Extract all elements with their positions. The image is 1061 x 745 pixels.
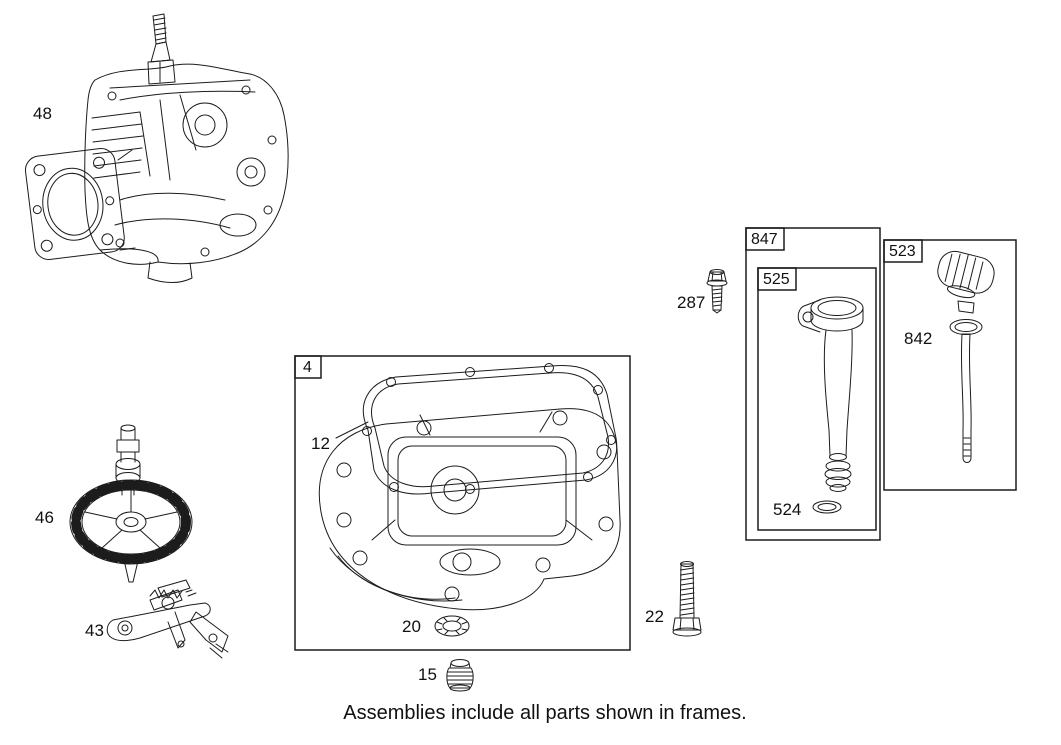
frame-label-525: 525 <box>763 271 790 288</box>
frame-847-border <box>745 227 881 541</box>
frame-847-label-box <box>745 227 785 251</box>
cylinder-assembly-drawing <box>24 13 289 283</box>
frame-label-4: 4 <box>303 359 312 376</box>
part-label-46: 46 <box>35 508 54 527</box>
part-label-22: 22 <box>645 607 664 626</box>
tube-seal-drawing <box>812 500 842 514</box>
frame-4-border <box>294 355 631 651</box>
oil-seal-drawing <box>434 615 470 637</box>
frame-label-847: 847 <box>751 231 778 248</box>
assemblies-caption: Assemblies include all parts shown in fr… <box>343 702 747 724</box>
frame-525-label-box <box>757 267 797 291</box>
dipstick-oring-drawing <box>949 319 983 335</box>
frame-523-border <box>883 239 1017 491</box>
frame-4-label-box <box>294 355 322 379</box>
frame-label-523: 523 <box>889 243 916 260</box>
part-label-287: 287 <box>677 293 705 312</box>
dipstick-drawing <box>937 250 995 463</box>
frame-523-label-box <box>883 239 923 263</box>
drain-plug-drawing <box>446 659 474 692</box>
part-label-12: 12 <box>311 434 330 453</box>
frame-4: 4 <box>294 355 631 651</box>
bolt-22-drawing <box>672 561 702 637</box>
part-label-842: 842 <box>904 329 932 348</box>
frame-847: 847 <box>745 227 881 541</box>
brake-bracket-drawing <box>106 579 229 659</box>
frame-525: 525 <box>757 267 877 531</box>
part-label-43: 43 <box>85 621 104 640</box>
oil-sump-drawing <box>318 363 621 611</box>
camshaft-drawing <box>69 424 193 583</box>
frame-523: 523 <box>883 239 1017 491</box>
part-label-20: 20 <box>402 617 421 636</box>
part-label-15: 15 <box>418 665 437 684</box>
frame-525-border <box>757 267 877 531</box>
part-label-48: 48 <box>33 104 52 123</box>
oil-fill-tube-drawing <box>797 296 864 492</box>
part-label-524: 524 <box>773 500 801 519</box>
bolt-287-drawing <box>706 269 728 314</box>
